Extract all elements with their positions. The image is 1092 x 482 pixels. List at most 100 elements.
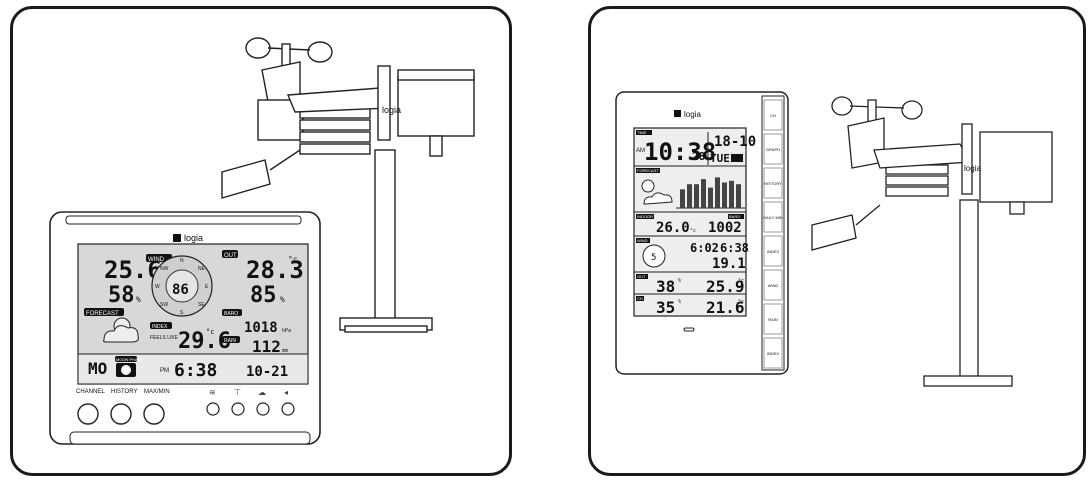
- right-console-brand: logia: [684, 110, 701, 119]
- side-button-2[interactable]: [763, 167, 783, 199]
- right-date: 18-10: [714, 134, 756, 150]
- baro-value: 1018: [244, 320, 278, 336]
- left-pm-label: PM: [160, 368, 169, 374]
- sunset-time: 6:38: [720, 241, 749, 255]
- wind-icon: ≋: [209, 388, 216, 397]
- forecast-label: FORECAST: [86, 311, 119, 317]
- side-button-label: HISTORY: [764, 181, 782, 186]
- antenna-button[interactable]: [231, 402, 245, 416]
- side-button-6[interactable]: [763, 303, 783, 335]
- side-button-label: INDEX: [767, 249, 780, 254]
- bar: [680, 189, 685, 208]
- left-date: 10-21: [246, 364, 288, 380]
- compass-ne: NE: [198, 266, 206, 272]
- bar: [701, 179, 706, 208]
- bar: [694, 184, 699, 208]
- baro-label: BARO: [224, 311, 238, 317]
- out-label: OUT: [224, 253, 237, 259]
- side-button-label: CH: [770, 113, 776, 118]
- right-out-label: OUT: [637, 274, 646, 279]
- out-temp-unit: °c: [288, 255, 298, 264]
- left-console: logia 25.6 °c 58 % WIND 86 N NE E SE S S…: [49, 211, 321, 445]
- right-wind-speed: 19.1: [712, 256, 746, 272]
- channel-button[interactable]: [77, 403, 99, 425]
- wind-button[interactable]: [206, 402, 220, 416]
- bar: [715, 177, 720, 208]
- channel-label: CHANNEL: [76, 389, 105, 395]
- right-ch-humidity-unit: %: [678, 299, 681, 305]
- side-button-1[interactable]: [763, 133, 783, 165]
- index-label: INDEX: [152, 324, 168, 330]
- right-ch-label: CH: [637, 296, 643, 301]
- side-button-3[interactable]: [763, 201, 783, 233]
- right-time: 10:38: [644, 138, 716, 166]
- sensor-array-left: [221, 37, 475, 333]
- cloud-icon: ☁: [258, 388, 266, 397]
- side-button-label: RAIN: [768, 317, 778, 322]
- right-out-temp: 25.9: [706, 277, 745, 296]
- time-label: TIME: [637, 130, 647, 135]
- rain-unit: mm: [282, 348, 288, 354]
- bar: [687, 184, 692, 208]
- right-out-humidity: 38: [656, 277, 675, 296]
- side-button-5[interactable]: [763, 269, 783, 301]
- side-button-7[interactable]: [763, 337, 783, 369]
- right-day: TUE: [710, 152, 730, 165]
- side-button-label: INDEX: [767, 351, 780, 356]
- left-time: 6:38: [174, 360, 217, 381]
- maxmin-label: MAX/MIN: [144, 389, 170, 395]
- side-button-4[interactable]: [763, 235, 783, 267]
- left-day: MO: [88, 359, 107, 378]
- sensor-brand-right: logia: [964, 164, 981, 173]
- compass-w: W: [155, 284, 160, 290]
- out-humidity: 85: [250, 283, 277, 308]
- speaker-button[interactable]: [281, 402, 295, 416]
- rain-value: 112: [252, 337, 281, 356]
- bar: [722, 182, 727, 208]
- right-indoor-temp: 26.0: [656, 220, 690, 236]
- moon-phase-label: MOON PHASE: [116, 357, 143, 362]
- right-indoor-temp-unit: °c: [690, 228, 696, 234]
- side-button-label: GRAPH: [766, 147, 780, 152]
- sensor-array-right: [811, 96, 1053, 387]
- right-out-temp-unit: °c: [738, 278, 744, 284]
- right-out-humidity-unit: %: [678, 278, 681, 284]
- rain-label: RAIN: [224, 338, 236, 344]
- right-ch-humidity: 35: [656, 298, 675, 317]
- cloud-button[interactable]: [256, 402, 270, 416]
- indoor-humidity-unit: %: [136, 295, 141, 304]
- sun-cloud-icon: [641, 179, 673, 205]
- wind-speed: 86: [172, 282, 189, 298]
- right-moon-icon: [731, 154, 743, 162]
- side-button-label: WIND: [768, 283, 779, 288]
- right-baro-label: BARO: [729, 214, 740, 219]
- indoor-humidity: 58: [108, 283, 135, 308]
- bar: [729, 180, 734, 208]
- compass-nw: NW: [160, 266, 169, 272]
- compass-sw: SW: [160, 302, 168, 308]
- history-button[interactable]: [110, 403, 132, 425]
- wind-label: WIND: [148, 257, 165, 263]
- history-label: HISTORY: [111, 389, 137, 395]
- left-console-brand: logia: [184, 233, 203, 243]
- compass-e: E: [205, 284, 209, 290]
- side-button-label: DAILY MIN: [763, 215, 783, 220]
- antenna-icon: ⊤: [234, 388, 241, 397]
- am-label: AM: [636, 148, 645, 154]
- forecast-cloud-icon: [103, 317, 139, 343]
- right-wind-label: WIND: [637, 238, 648, 243]
- right-indoor-label: INDOOR: [637, 214, 653, 219]
- history-bar-graph: [676, 177, 745, 209]
- bar: [708, 187, 713, 208]
- maxmin-button[interactable]: [143, 403, 165, 425]
- out-humidity-unit: %: [280, 295, 285, 304]
- right-ch-temp-unit: °c: [738, 299, 744, 305]
- right-console: logia TIME AM 10:38 28 18-10 TUE FORECAS…: [615, 91, 789, 375]
- right-wind-compass: [642, 244, 666, 268]
- side-button-column: CH GRAPH HISTORY DAILY MIN INDEX WIND RAIN INDE…: [763, 99, 783, 369]
- compass-s: S: [180, 310, 184, 316]
- right-ch-temp: 21.6: [706, 298, 745, 317]
- right-seconds: 28: [692, 150, 705, 163]
- side-button-0[interactable]: [763, 99, 783, 131]
